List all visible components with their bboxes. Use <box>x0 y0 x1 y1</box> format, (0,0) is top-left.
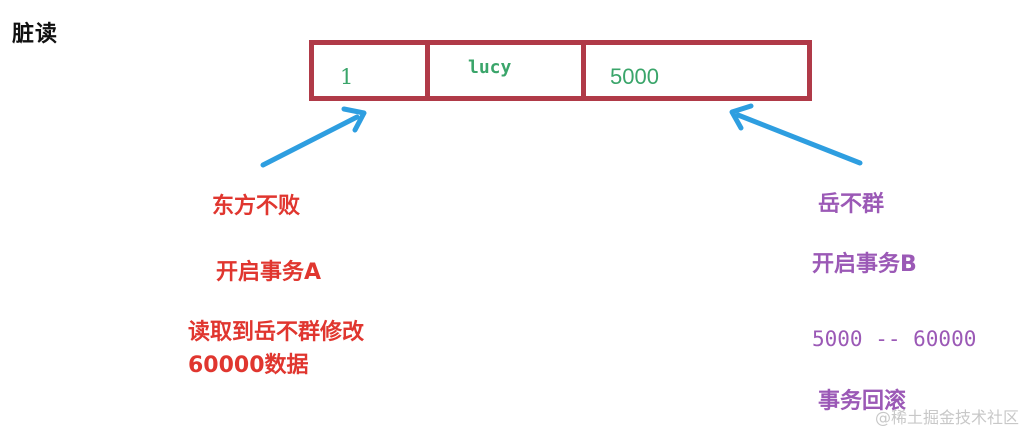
left-read-line2: 60000数据 <box>188 353 309 378</box>
right-update: 5000 -- 60000 <box>812 327 977 351</box>
right-rollback: 事务回滚 <box>818 389 907 414</box>
cell-balance-value: 5000 <box>610 64 659 89</box>
data-row: 1 lucy 5000 <box>309 40 812 101</box>
page-title: 脏读 <box>12 22 59 47</box>
right-transaction: 开启事务B <box>812 252 917 277</box>
cell-id-value: 1 <box>340 65 354 89</box>
cell-id: 1 <box>314 45 425 96</box>
cell-balance: 5000 <box>581 45 807 96</box>
arrow-left <box>260 106 367 168</box>
cell-name-value: lucy <box>468 57 512 78</box>
left-transaction: 开启事务A <box>216 260 322 285</box>
arrow-right <box>729 103 863 166</box>
watermark: @稀土掘金技术社区 <box>874 408 1019 427</box>
cell-name: lucy <box>425 45 581 96</box>
left-actor: 东方不败 <box>212 194 301 219</box>
right-actor: 岳不群 <box>818 192 885 217</box>
left-read-line1: 读取到岳不群修改 <box>188 320 365 345</box>
